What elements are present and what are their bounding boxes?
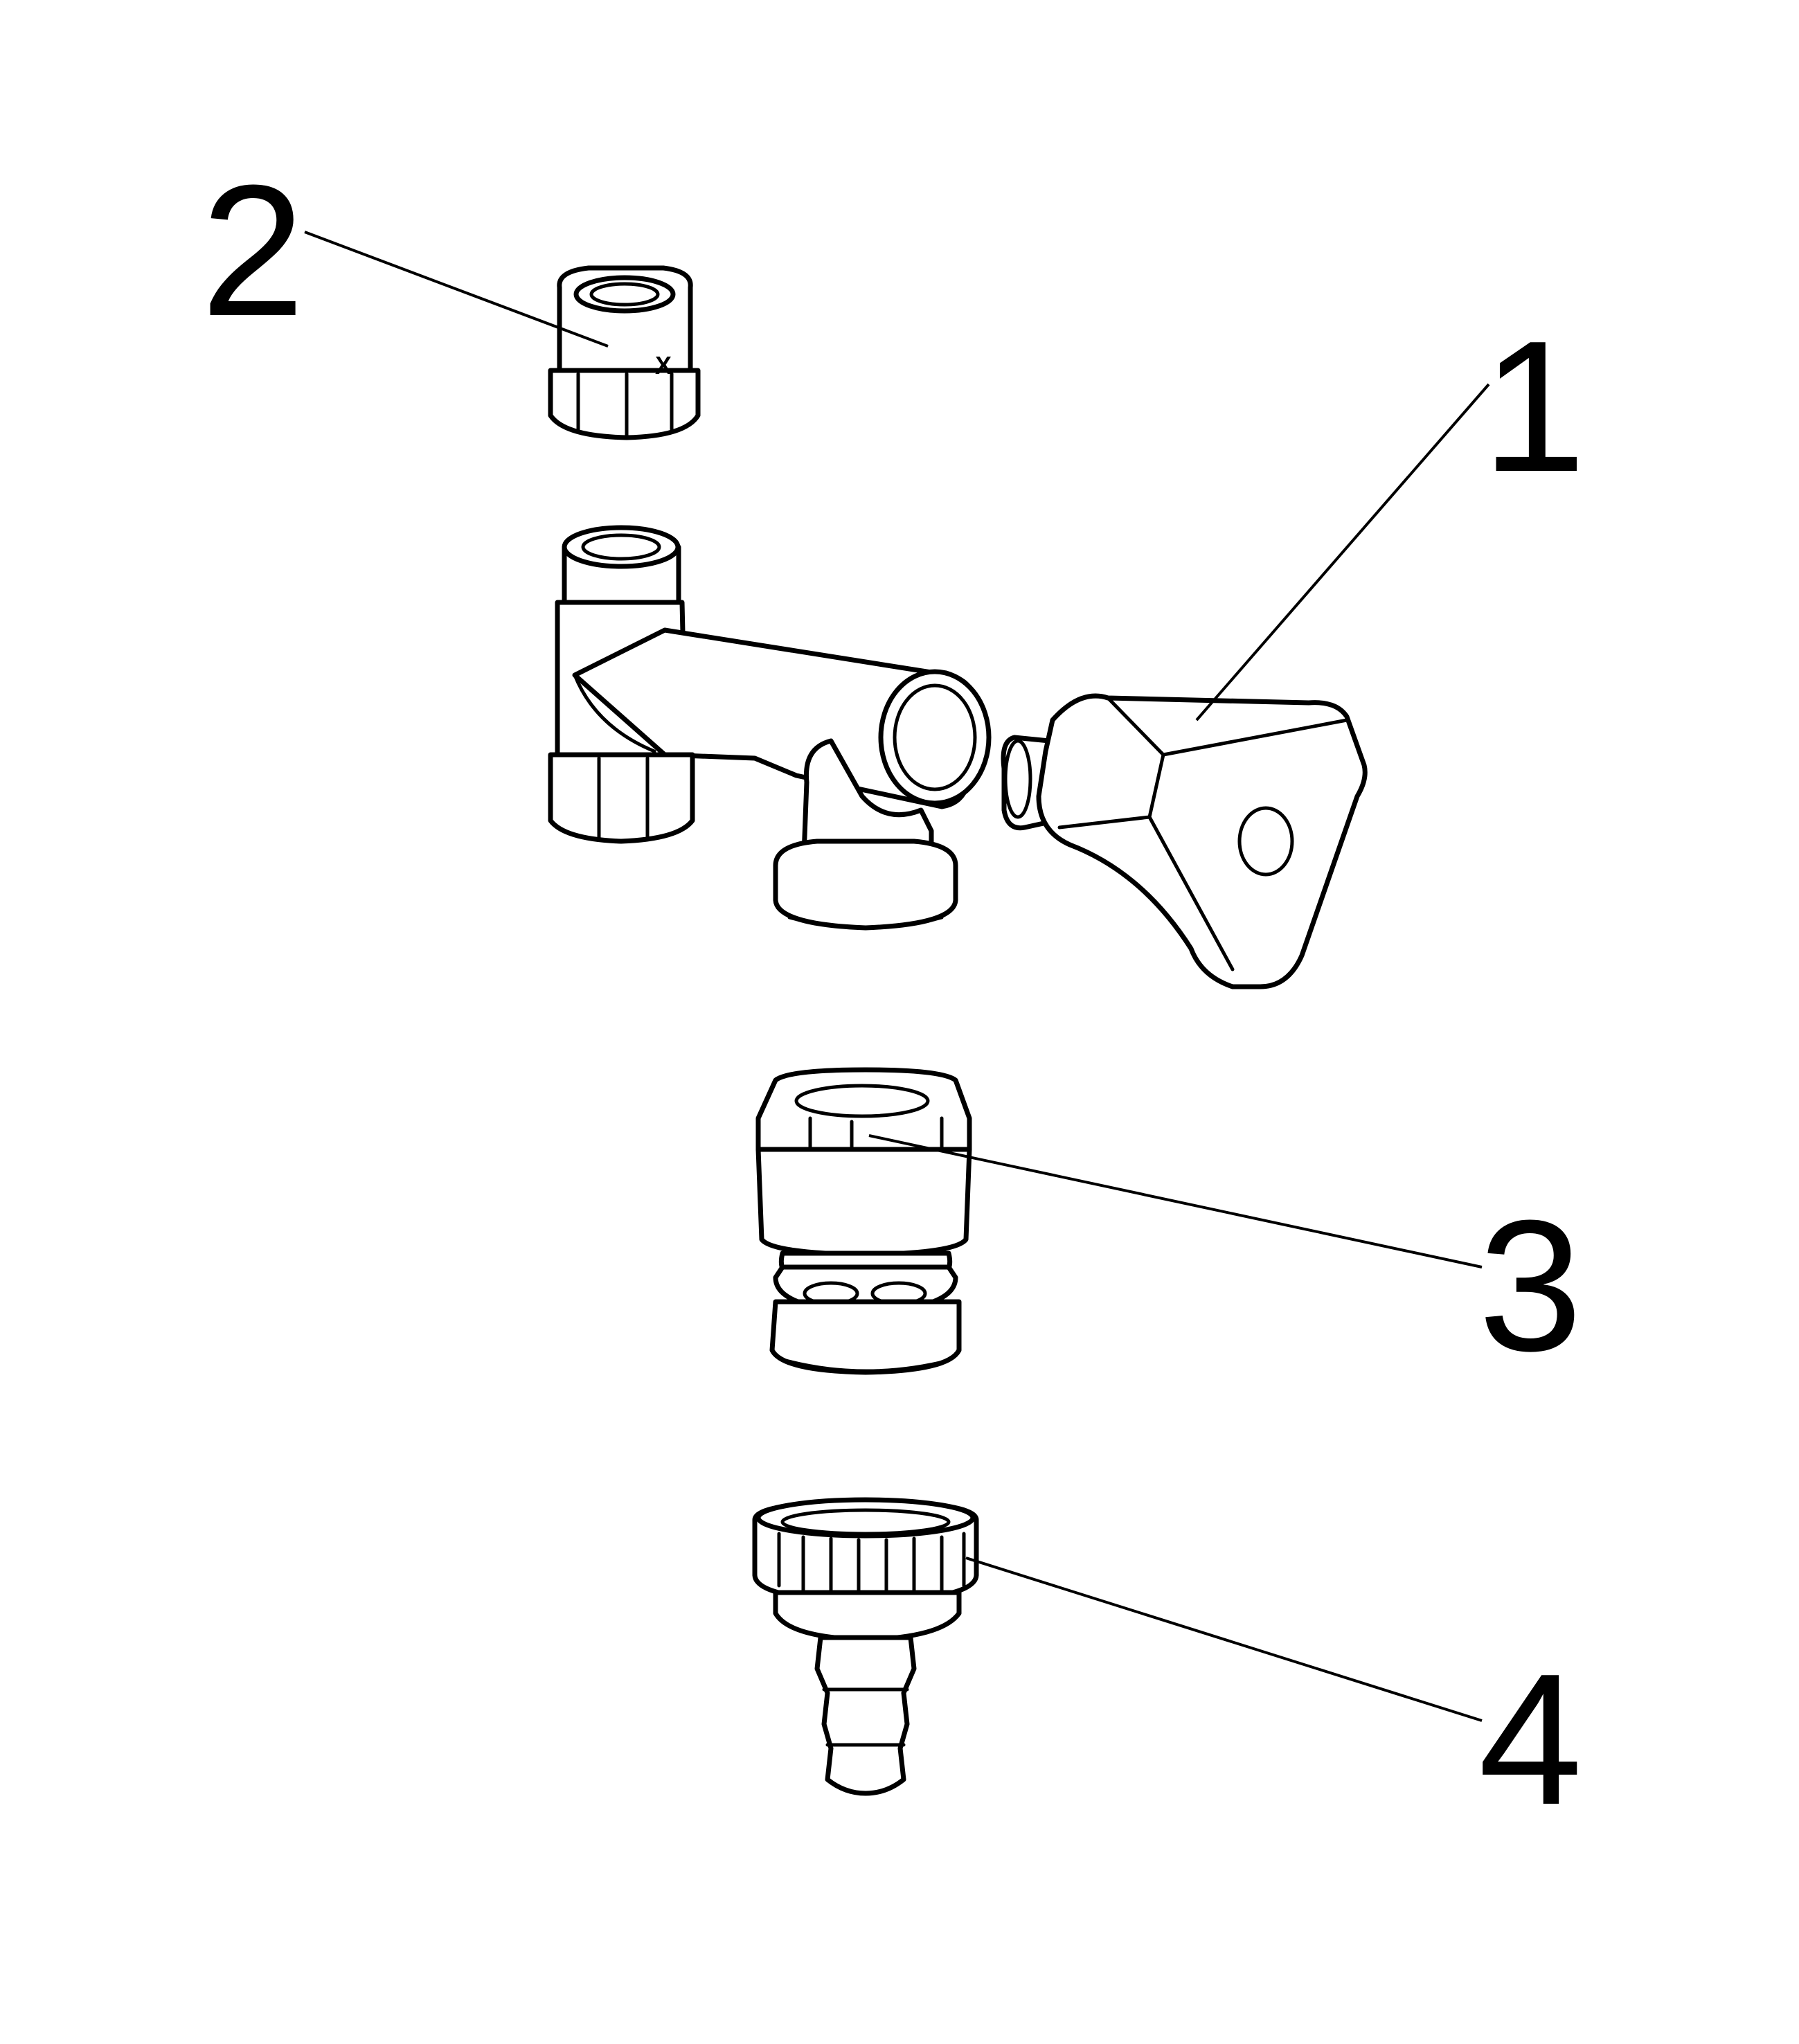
callout-label-4: 4: [1478, 1635, 1582, 1844]
leader-lines: [304, 231, 1490, 1722]
valve-body: [548, 525, 992, 931]
part-3-adapter: [755, 1067, 972, 1375]
callout-label-1: 1: [1482, 303, 1586, 511]
part-2-cap-nut: X: [548, 265, 701, 440]
part-4-hose-connector: [752, 1497, 979, 1796]
cap-marking-text: X: [655, 351, 672, 379]
leader-line-1: [1195, 383, 1490, 721]
leader-line-2: [304, 231, 609, 348]
leader-line-4: [965, 1557, 1483, 1722]
leader-line-3: [868, 1134, 1483, 1268]
part-1-handle: [1001, 693, 1368, 989]
callout-label-3: 3: [1478, 1182, 1582, 1390]
callout-label-2: 2: [201, 147, 305, 355]
callout-labels: 2 1 3 4: [201, 147, 1586, 1844]
